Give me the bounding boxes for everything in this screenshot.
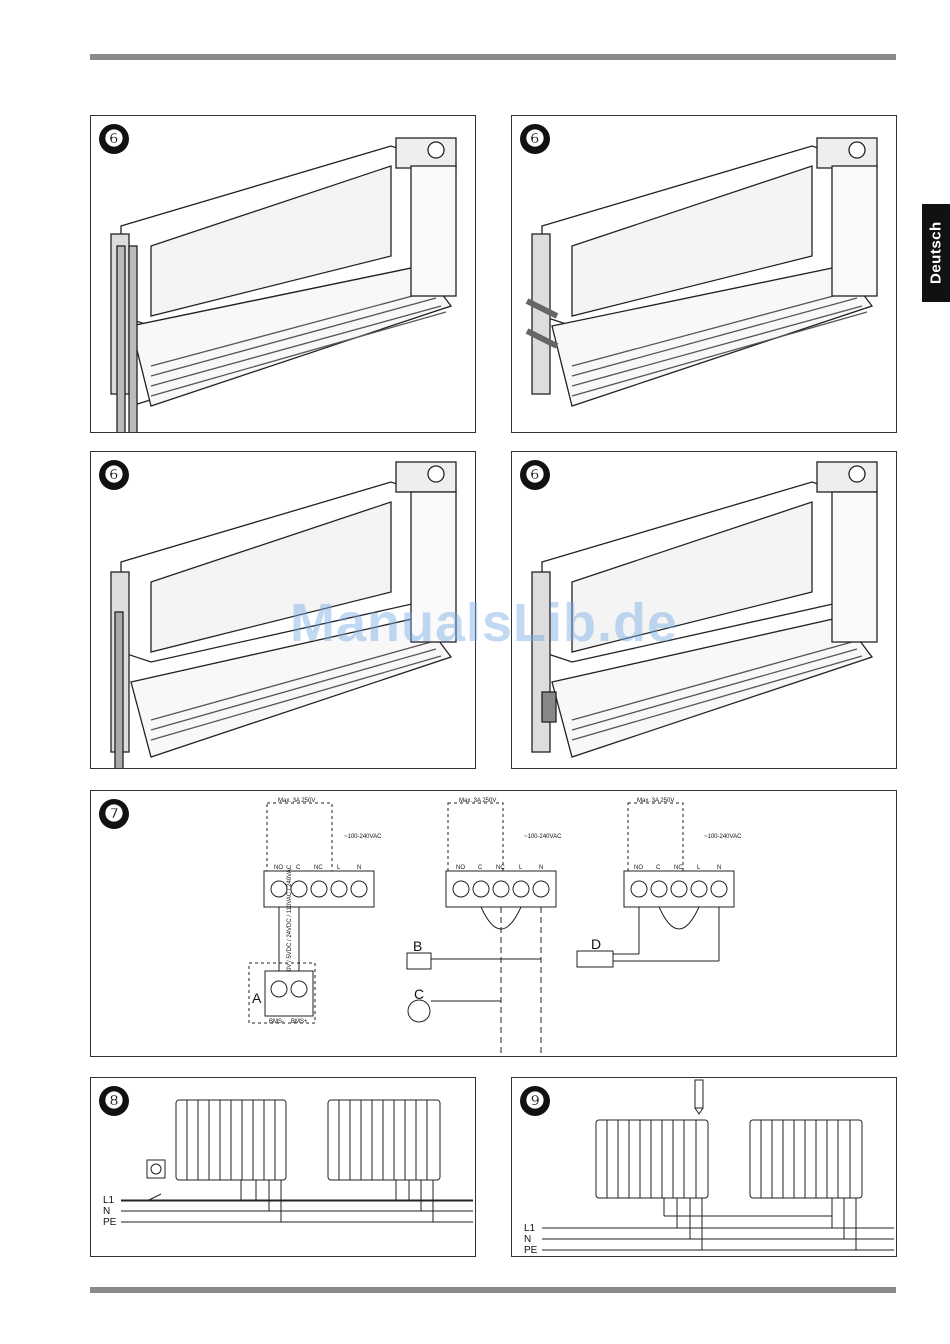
bottom-rule [90, 1287, 896, 1293]
terminal-n-2: N [539, 865, 543, 871]
supply-rating-1: ~100-240VAC [344, 834, 382, 840]
terminal-c-2: C [478, 865, 483, 871]
label-c: C [414, 986, 424, 1002]
line-l1: L1 [524, 1223, 536, 1234]
fan-convector-illustration [91, 116, 476, 433]
figure-6-panel-1: ❻ [90, 115, 476, 433]
terminal-l-1: L [337, 865, 341, 871]
label-b: B [413, 938, 422, 954]
bms-voltage: 0V / 5VDC / 24VDC / 110VAC / 240VAC [287, 864, 293, 971]
line-pe: PE [103, 1217, 117, 1228]
supply-rating-3: ~100-240VAC [704, 834, 742, 840]
top-rule [90, 54, 896, 60]
figure-7-wiring-panel: ❼ [90, 790, 897, 1057]
terminal-c-1: C [296, 865, 301, 871]
line-n: N [103, 1206, 110, 1217]
relay-rating-1: Max. 3A 250V [278, 798, 315, 804]
relay-rating-2: Max. 3A 250V [459, 798, 496, 804]
radiator-wiring-diagram: L1 N PE [91, 1078, 476, 1257]
terminal-l-2: L [519, 865, 523, 871]
terminal-no-1: NO [274, 865, 283, 871]
radiator-wiring-diagram: L1 N PE [512, 1078, 897, 1257]
label-d: D [591, 936, 601, 952]
terminal-no-3: NO [634, 865, 643, 871]
terminal-nc-2: NC [496, 865, 505, 871]
terminal-no-2: NO [456, 865, 465, 871]
relay-rating-3: Max. 3A 250V [637, 798, 674, 804]
bms-minus: BMS- [269, 1019, 284, 1025]
terminal-n-3: N [717, 865, 721, 871]
figure-6-panel-2: ❻ [511, 115, 897, 433]
line-n: N [524, 1234, 531, 1245]
fan-convector-illustration [512, 116, 897, 433]
terminal-nc-1: NC [314, 865, 323, 871]
wiring-diagram: Max. 3A 250V ~100-240VAC Max. 3A 250V ~1… [91, 791, 897, 1057]
watermark: ManualsLib.de [290, 592, 678, 654]
label-a: A [252, 990, 262, 1006]
supply-rating-2: ~100-240VAC [524, 834, 562, 840]
terminal-n-1: N [357, 865, 361, 871]
figure-9-panel: ❾ L1 N PE [511, 1077, 897, 1257]
line-pe: PE [524, 1245, 538, 1256]
bms-plus: BMS+ [291, 1019, 308, 1025]
terminal-nc-3: NC [674, 865, 683, 871]
figure-8-panel: ❽ L1 N PE [90, 1077, 476, 1257]
language-tab[interactable]: Deutsch [922, 204, 950, 302]
terminal-l-3: L [697, 865, 701, 871]
line-l1: L1 [103, 1195, 115, 1206]
terminal-c-3: C [656, 865, 661, 871]
